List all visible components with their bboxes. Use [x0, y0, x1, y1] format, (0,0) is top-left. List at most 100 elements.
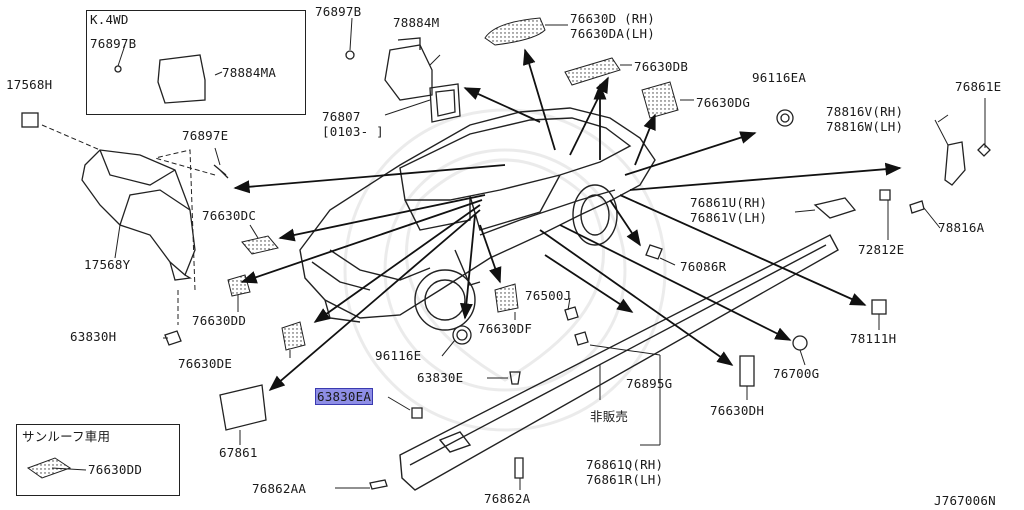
arrow-76630DG [634, 113, 656, 166]
label-96116EA[interactable]: 96116EA [752, 70, 807, 85]
label-67861[interactable]: 67861 [219, 445, 258, 460]
clip-76861E [977, 143, 991, 157]
block-67861 [219, 384, 267, 431]
clip-76086R [645, 244, 663, 260]
arrow-76630DC [278, 194, 486, 242]
pad-76630DE [281, 321, 306, 351]
diagram-id: J767006N [934, 493, 996, 508]
label-63830EA-highlight: 63830EA [314, 388, 374, 405]
pad-76630DD [227, 274, 251, 297]
screw-76897E [213, 164, 229, 179]
arrow-78111H [619, 194, 867, 306]
label-76861E[interactable]: 76861E [955, 79, 1002, 94]
gasket-76807-inner [435, 89, 456, 117]
inset-4wd-box [86, 10, 306, 115]
arrow-76897E [233, 164, 506, 194]
label-78884M[interactable]: 78884M [393, 15, 440, 30]
nut-76897B [345, 50, 355, 60]
clip-17568H [21, 112, 39, 128]
label-76895G[interactable]: 76895G [626, 376, 673, 391]
module-78884M-tab [397, 37, 421, 50]
inset-4wd-part-2: 78884MA [222, 65, 277, 80]
label-76700G[interactable]: 76700G [773, 366, 820, 381]
air-duct-17568Y [81, 149, 196, 281]
arrow-76700G [559, 224, 792, 341]
clip-63830H [164, 330, 182, 346]
gasket-76807 [429, 83, 461, 123]
module-78884M [384, 44, 433, 101]
label-17568H[interactable]: 17568H [6, 77, 53, 92]
inset-sunroof-part: 76630DD [88, 462, 143, 477]
pad-76630DC [241, 235, 279, 255]
arrow-96116EA [624, 131, 757, 176]
label-76630DF[interactable]: 76630DF [478, 321, 533, 336]
label-63830H[interactable]: 63830H [70, 329, 117, 344]
label-76861R-lh[interactable]: 76861R(LH) [586, 472, 664, 487]
arrow-78816V [629, 162, 902, 191]
screw-76862A [514, 457, 524, 479]
label-76630D-rh[interactable]: 76630D (RH) [570, 11, 655, 26]
inset-sunroof-box [16, 424, 180, 496]
label-78816W-lh[interactable]: 78816W(LH) [826, 119, 904, 134]
label-76630DB[interactable]: 76630DB [634, 59, 689, 74]
clip-72812E [879, 189, 891, 201]
arrow-76807 [463, 87, 541, 123]
label-76897E[interactable]: 76897E [182, 128, 229, 143]
dashed-leader [154, 149, 196, 291]
grommet-96116E-core [456, 329, 468, 341]
grommet-96116EA-core [780, 113, 790, 123]
arrow-76630DB-b [569, 76, 609, 156]
label-76862A[interactable]: 76862A [484, 491, 531, 506]
label-63830EA[interactable]: 63830EA [314, 388, 374, 405]
label-leaders [51, 17, 986, 490]
pad-76630DG [641, 81, 679, 119]
label-78111H[interactable]: 78111H [850, 331, 897, 346]
label-76630DD[interactable]: 76630DD [192, 313, 247, 328]
label-76861U-rh[interactable]: 76861U(RH) [690, 195, 768, 210]
clip-63830EA [411, 407, 423, 419]
clip-78111H [871, 299, 887, 315]
arrow-76630D [522, 48, 556, 151]
pad-76630DB [564, 57, 621, 86]
grommet-96116EA [776, 109, 794, 127]
label-76861V-lh[interactable]: 76861V(LH) [690, 210, 768, 225]
clip-63830E [509, 371, 521, 385]
label-63830E[interactable]: 63830E [417, 370, 464, 385]
side-sill-molding [399, 234, 839, 491]
label-76630DH[interactable]: 76630DH [710, 403, 765, 418]
label-76862AA[interactable]: 76862AA [252, 481, 307, 496]
label-76630DE[interactable]: 76630DE [178, 356, 233, 371]
label-76630DG[interactable]: 76630DG [696, 95, 751, 110]
label-17568Y[interactable]: 17568Y [84, 257, 131, 272]
label-76500J[interactable]: 76500J [525, 288, 572, 303]
sticker-pads [26, 17, 679, 479]
watermark-seal [343, 108, 667, 432]
label-76630DA-lh[interactable]: 76630DA(LH) [570, 26, 655, 41]
arrow-76086R [609, 199, 641, 247]
label-78816V-rh[interactable]: 78816V(RH) [826, 104, 904, 119]
label-76897B[interactable]: 76897B [315, 4, 362, 19]
part-icons [21, 37, 991, 490]
inset-4wd-part-1: 76897B [90, 36, 137, 51]
label-76807[interactable]: 76807 [322, 109, 361, 124]
pad-76630D [484, 17, 546, 46]
arrow-76630DH [539, 229, 734, 366]
screw-78816A [909, 200, 925, 214]
label-72812E[interactable]: 72812E [858, 242, 905, 257]
arrow-76500J [544, 254, 634, 313]
clip-76500J [564, 306, 579, 321]
label-76630DC[interactable]: 76630DC [202, 208, 257, 223]
bracket-78816V [944, 141, 966, 186]
inset-4wd-title: K.4WD [90, 12, 129, 27]
label-78816A[interactable]: 78816A [938, 220, 985, 235]
label-not-for-sale: 非販売 [590, 409, 629, 424]
clip-76861U [813, 197, 857, 219]
inset-sunroof-title: サンルーフ車用 [22, 429, 111, 444]
pad-76630DH [739, 355, 755, 387]
arrow-76630DF [479, 224, 502, 284]
label-76086R[interactable]: 76086R [680, 259, 727, 274]
label-96116E[interactable]: 96116E [375, 348, 422, 363]
label-76861Q-rh[interactable]: 76861Q(RH) [586, 457, 664, 472]
